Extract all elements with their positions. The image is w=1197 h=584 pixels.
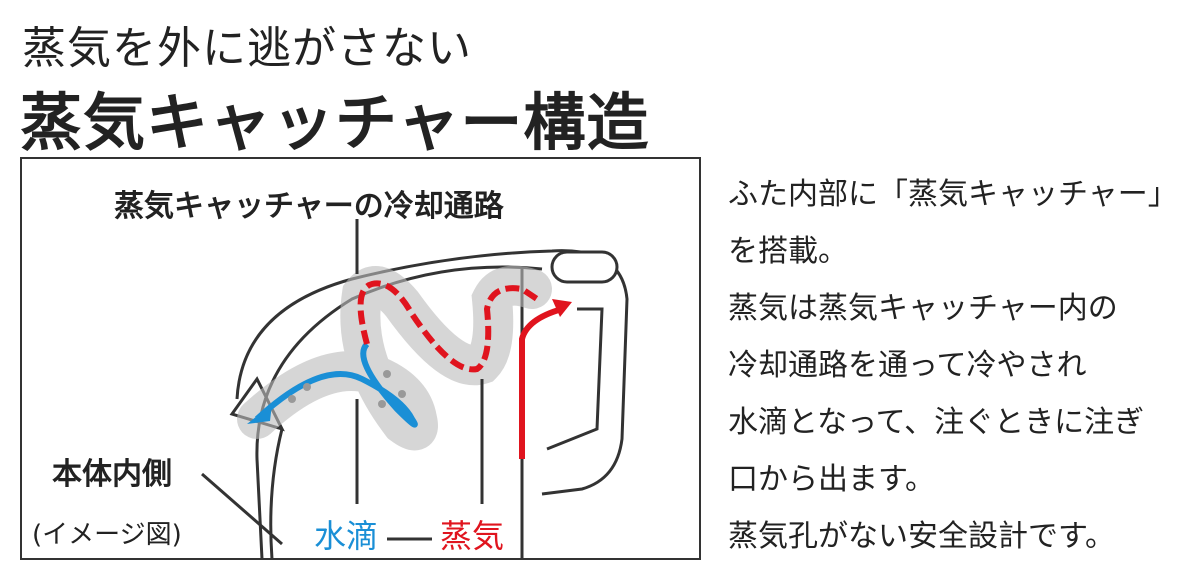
subtitle: 蒸気を外に逃がさない [22,23,472,74]
steam-path [357,280,539,373]
description-line: 水滴となって、注ぐときに注ぎ [728,405,1145,440]
description: ふた内部に「蒸気キャッチャー」 を搭載。 蒸気は蒸気キャッチャー内の 冷却通路を… [728,166,1178,565]
description-line: 蒸気孔がない安全設計です。 [728,519,1115,554]
description-line: ふた内部に「蒸気キャッチャー」 [728,177,1178,212]
body-leader-line [201,472,283,546]
image-note: (イメージ図) [32,520,182,550]
description-line: を搭載。 [728,234,848,269]
body-inner-label: 本体内側 [52,457,172,492]
diagram-box: 蒸気キャッチャーの冷却通路 本体内側 (イメージ図) 水滴 蒸気 [20,157,701,560]
cooling-channel-label: 蒸気キャッチャーの冷却通路 [114,189,504,224]
description-line: 蒸気は蒸気キャッチャー内の [728,291,1118,326]
page-title: 蒸気キャッチャー構造 [20,86,650,159]
kettle-illustration [201,219,629,558]
water-path [254,341,418,428]
handle [541,252,629,496]
steam-label: 蒸気 [440,517,505,555]
steam-arrow-icon [552,299,572,317]
description-line: 冷却通路を通って冷やされ [728,348,1087,383]
steam-rising [519,306,563,459]
water-label: 水滴 [314,517,379,555]
water-arrow-icon [247,404,272,424]
description-line: 口から出ます。 [728,462,935,497]
